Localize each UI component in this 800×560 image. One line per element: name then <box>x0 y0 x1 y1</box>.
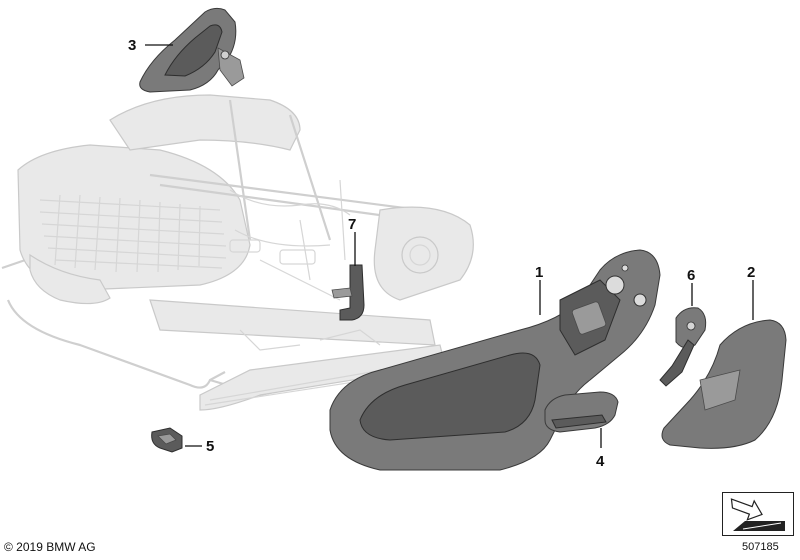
callout-7[interactable]: 7 <box>348 216 356 233</box>
cushion-mesh <box>39 194 227 273</box>
callout-1[interactable]: 1 <box>535 264 543 281</box>
part-5-clip <box>151 427 183 453</box>
callout-6[interactable]: 6 <box>687 267 695 284</box>
callouts: 1 2 3 4 5 6 7 <box>128 37 755 470</box>
part-7-bracket <box>331 264 365 321</box>
callout-3[interactable]: 3 <box>128 37 136 54</box>
part-4-handle <box>544 391 619 433</box>
orientation-arrow-icon <box>730 498 785 531</box>
callout-2[interactable]: 2 <box>747 264 755 281</box>
seat-frame-ghost <box>1 94 474 411</box>
callout-4[interactable]: 4 <box>596 453 605 470</box>
part-6-lever-cover <box>659 307 707 387</box>
callout-5[interactable]: 5 <box>206 438 214 455</box>
orientation-reference-box <box>722 492 794 536</box>
leader-lines <box>145 44 754 448</box>
part-2-inner-cover <box>661 319 787 449</box>
part-1-side-trim <box>329 249 661 471</box>
copyright-text: © 2019 BMW AG <box>4 540 96 554</box>
part-3-hinge-cover <box>139 7 245 93</box>
diagram-reference-number: 507185 <box>742 541 779 553</box>
